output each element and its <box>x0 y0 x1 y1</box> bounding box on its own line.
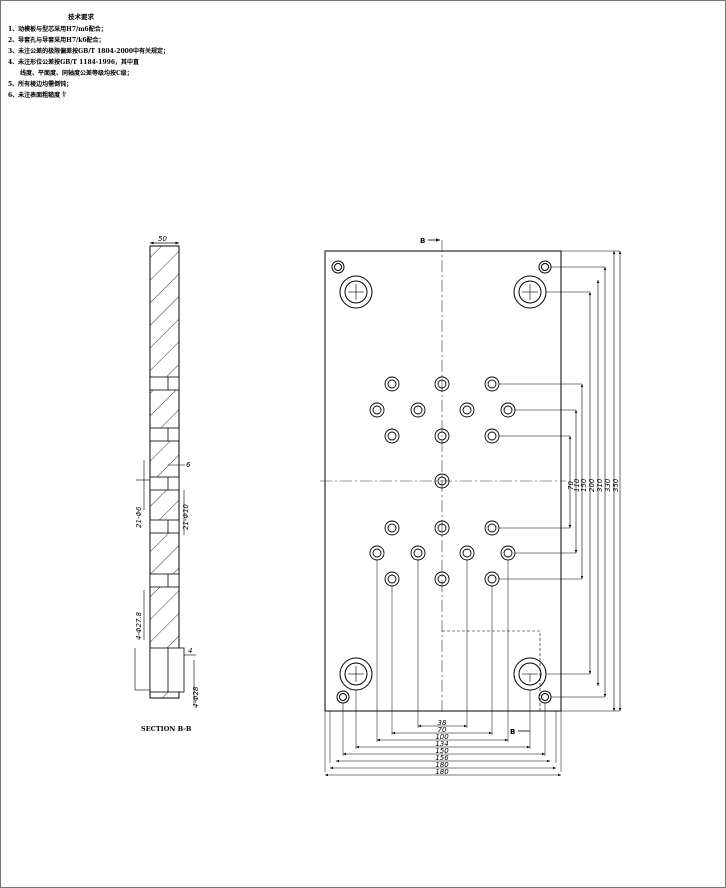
vdim-310: 310 <box>596 478 604 492</box>
vertical-dim-labels: 70 110 150 200 310 330 350 <box>567 478 620 492</box>
cut-marker-bottom: B <box>510 728 515 736</box>
horizontal-dim-labels: 38 70 100 134 150 156 180 180 <box>435 719 449 776</box>
cut-marker-top: B <box>420 237 425 245</box>
technical-requirements: 技术要求 1、动模板与型芯采用H7/m6配合； 2、导套孔与导套采用H7/k6配… <box>8 13 170 101</box>
hdim-100: 100 <box>435 733 449 741</box>
vdim-150: 150 <box>580 478 588 492</box>
dim-hole-small: 21-Φ6 <box>135 506 143 528</box>
note-4: 4、未注形位公差按GB/T 1184-1996，其中直 <box>8 59 140 66</box>
section-guide-bore <box>149 647 185 693</box>
dim-step: 6 <box>186 461 191 469</box>
hdim-180a: 180 <box>435 761 449 769</box>
corner-pins <box>331 260 552 704</box>
dim-counterbore: 4-Φ28 <box>192 686 200 708</box>
section-label: SECTION B-B <box>141 725 192 733</box>
section-body <box>149 245 180 699</box>
guide-holes <box>339 275 547 691</box>
section-view: 50 6 21-Φ6 21-Φ10 4-Φ27.8 4 4-Φ28 SECTIO… <box>134 235 200 733</box>
hdim-134: 134 <box>435 740 448 748</box>
horizontal-dimension-lines <box>325 724 561 777</box>
vdim-330: 330 <box>604 478 612 492</box>
right-extension-lines <box>499 250 620 712</box>
vdim-110: 110 <box>573 478 581 492</box>
note-5: 5、所有棱边均需倒钝； <box>8 81 73 88</box>
screw-holes <box>369 376 516 587</box>
note-2: 2、导套孔与导套采用H7/k6配合； <box>8 37 105 44</box>
plan-view: B B <box>320 237 622 777</box>
bottom-extension-lines <box>324 560 562 772</box>
vdim-200: 200 <box>588 478 596 492</box>
vdim-70: 70 <box>567 481 575 490</box>
note-3: 3、未注公差的极限偏差按GB/T 1804-2000中有关规定； <box>8 48 170 55</box>
hdim-150: 150 <box>435 747 449 755</box>
dim-hole-large: 21-Φ10 <box>182 504 190 530</box>
dim-offset: 4 <box>188 647 192 655</box>
hdim-38: 38 <box>438 719 447 727</box>
section-holes <box>149 376 180 588</box>
hdim-70: 70 <box>438 726 447 734</box>
dim-thickness: 50 <box>158 235 167 243</box>
vertical-dimension-lines <box>568 251 622 711</box>
notes-title: 技术要求 <box>68 13 94 21</box>
note-6: 6、未注表面粗糙度 ∜ <box>8 92 67 99</box>
note-1: 1、动模板与型芯采用H7/m6配合； <box>8 26 107 33</box>
hdim-180b: 180 <box>435 768 449 776</box>
vdim-350: 350 <box>612 478 620 492</box>
note-4-cont: 线度、平面度、同轴度公差等级均按C级； <box>8 70 133 77</box>
hdim-156: 156 <box>435 754 449 762</box>
dim-guide-hole: 4-Φ27.8 <box>135 611 143 640</box>
